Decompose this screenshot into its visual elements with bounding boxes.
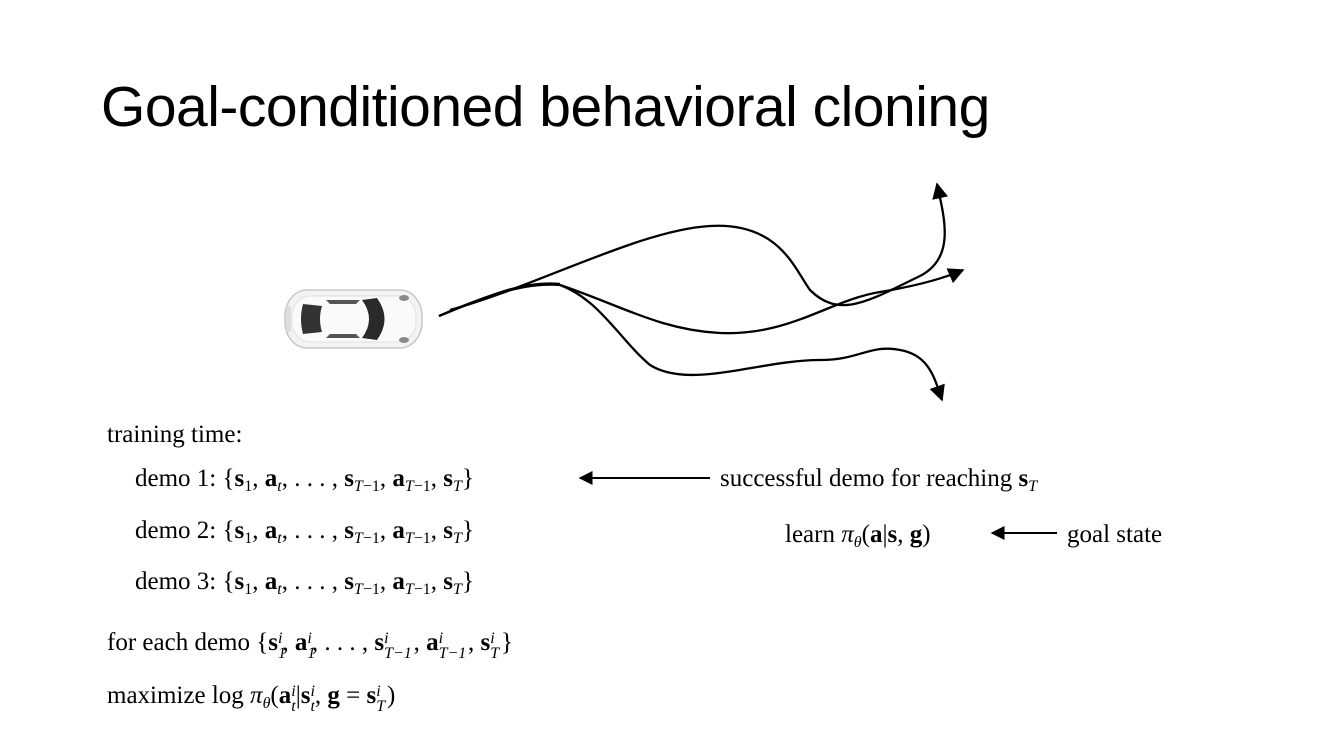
- goal-state-label: goal state: [1067, 521, 1163, 548]
- car-top-view-icon: [284, 289, 423, 349]
- demo-3-label: demo 3:: [135, 568, 217, 595]
- demo-1-line: demo 1: {s1, at, . . . , sT−1, aT−1, sT}: [135, 465, 474, 495]
- successful-demo-text: successful demo for reaching: [720, 465, 1013, 492]
- trajectory-arrows: [438, 182, 965, 402]
- demo-2-label: demo 2:: [135, 517, 217, 544]
- demo-2-line: demo 2: {s1, at, . . . , sT−1, aT−1, sT}: [135, 517, 474, 547]
- training-time-label: training time:: [107, 421, 243, 448]
- demo-1-label: demo 1:: [135, 465, 217, 492]
- successful-demo-annotation: successful demo for reaching sT: [720, 465, 1038, 495]
- learn-policy-annotation: learn πθ(a|s, g): [785, 521, 931, 551]
- for-each-demo-text: for each demo: [107, 629, 250, 656]
- slide-title: Goal-conditioned behavioral cloning: [101, 75, 990, 139]
- learn-text: learn: [785, 521, 835, 548]
- demo-3-line: demo 3: {s1, at, . . . , sT−1, aT−1, sT}: [135, 568, 474, 598]
- maximize-text: maximize: [107, 682, 206, 709]
